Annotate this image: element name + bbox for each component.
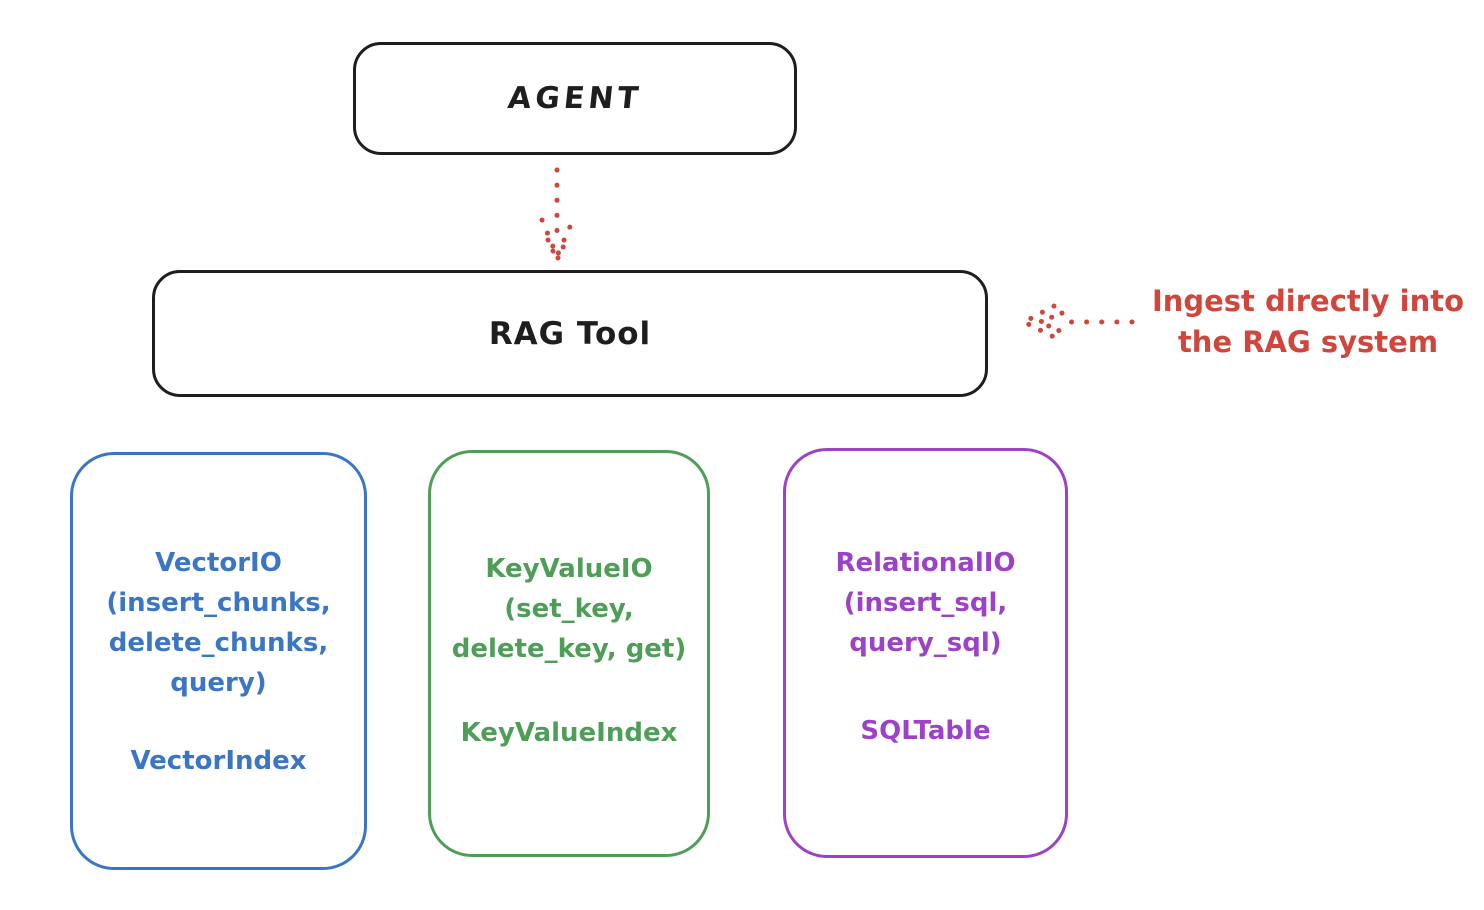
keyvalue-io-methods-line: delete_key, get) (451, 634, 687, 664)
vector-backend-card: VectorIO (insert_chunks, delete_chunks, … (70, 452, 367, 870)
sql-table-label: SQLTable (860, 716, 991, 746)
vector-index-label: VectorIndex (130, 746, 307, 776)
relational-io-title: RelationalIO (835, 548, 1016, 578)
ingest-annotation: Ingest directly into the RAG system (1140, 281, 1476, 363)
relational-io-methods-line: query_sql) (849, 628, 1002, 658)
relational-io-methods-line: (insert_sql, (843, 588, 1008, 618)
keyvalue-backend-card: KeyValueIO (set_key, delete_key, get) Ke… (428, 450, 710, 857)
rag-tool-node: RAG Tool (152, 270, 988, 397)
keyvalue-index-label: KeyValueIndex (460, 718, 678, 748)
agent-node: AGENT (353, 42, 797, 155)
vector-io-title: VectorIO (155, 548, 282, 578)
vector-io-methods-line: query) (170, 668, 267, 698)
keyvalue-io-methods-line: (set_key, (504, 594, 634, 624)
keyvalue-io-title: KeyValueIO (485, 554, 653, 584)
arrow-left-icon (1018, 303, 1135, 340)
rag-tool-node-label: RAG Tool (488, 315, 652, 352)
relational-backend-card: RelationalIO (insert_sql, query_sql) SQL… (783, 448, 1068, 858)
vector-io-methods-line: delete_chunks, (108, 628, 329, 658)
vector-io-methods-line: (insert_chunks, (106, 588, 331, 618)
arrow-down-icon (539, 167, 576, 266)
ingest-annotation-line1: Ingest directly into (1151, 284, 1465, 318)
ingest-annotation-line2: the RAG system (1177, 325, 1439, 359)
agent-node-label: AGENT (506, 81, 644, 116)
